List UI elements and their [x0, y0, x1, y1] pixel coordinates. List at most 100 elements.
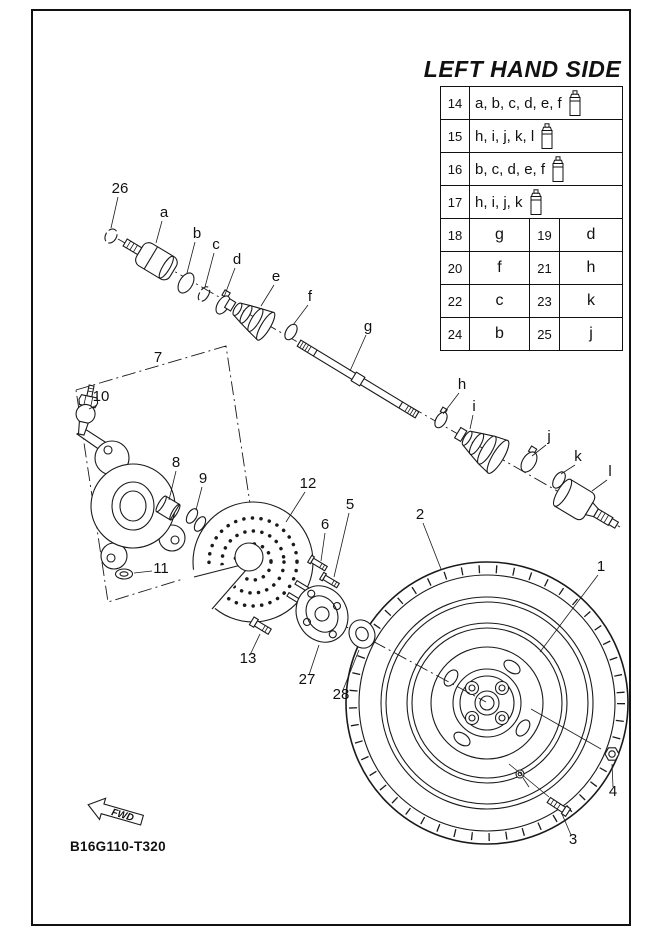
part-wheel-bolt-3: [546, 796, 572, 818]
callout-13: 13: [240, 650, 257, 667]
part-letter: g: [469, 218, 530, 252]
part-letters: b, c, d, e, f: [475, 160, 546, 178]
part-ref: 21: [529, 251, 560, 285]
part-letters: h, i, j, k: [475, 193, 523, 211]
table-row: 22 c 23 k: [440, 284, 623, 318]
part-ref: 20: [440, 251, 470, 285]
callout-28: 28: [333, 686, 350, 703]
callout-k: k: [574, 448, 582, 465]
callout-27: 27: [299, 671, 316, 688]
callout-12: 12: [300, 475, 317, 492]
callout-11: 11: [153, 560, 169, 577]
callout-d: d: [233, 251, 241, 268]
callout-2: 2: [416, 506, 424, 523]
grease-cartridge-icon: [541, 122, 553, 149]
callout-a: a: [160, 204, 169, 221]
part-ref: 15: [440, 119, 470, 153]
part-letters: h, i, j, k, l: [475, 127, 535, 145]
part-letters-cell: h, i, j, k: [469, 185, 623, 219]
callout-8: 8: [172, 454, 180, 471]
page-border: [31, 9, 631, 926]
grease-cartridge-icon: [530, 188, 542, 215]
part-wheel-hub-27: [286, 579, 349, 643]
part-letter: b: [469, 317, 530, 351]
callout-labels: 26 a b c d e f g h i j k l 7 10 8 9 11 1…: [93, 180, 618, 848]
part-ball-joint-10: [75, 384, 99, 436]
part-ref: 22: [440, 284, 470, 318]
grease-cartridge-icon: [552, 155, 564, 182]
part-drive-shaft-g: [296, 339, 420, 419]
part-letter: d: [559, 218, 623, 252]
callout-1: 1: [597, 558, 605, 575]
table-row: 24 b 25 j: [440, 317, 623, 351]
valve-hole: [515, 769, 525, 779]
part-circlip-26: [104, 228, 118, 244]
part-letter: h: [559, 251, 623, 285]
callout-j: j: [546, 428, 550, 445]
parts-table: 14 a, b, c, d, e, f 15 h, i, j, k, l: [440, 86, 623, 351]
table-row: 16 b, c, d, e, f: [440, 152, 623, 186]
part-wheel-assembly: [345, 561, 629, 845]
hub-axis-line: [245, 572, 487, 703]
part-ref: 18: [440, 218, 470, 252]
callout-f: f: [308, 288, 313, 305]
part-letters-cell: a, b, c, d, e, f: [469, 86, 623, 120]
table-row: 17 h, i, j, k: [440, 185, 623, 219]
fwd-label: FWD: [110, 807, 135, 824]
part-inner-cv-joint-a: [122, 238, 178, 281]
part-steering-knuckle: [76, 428, 186, 570]
part-ref: 19: [529, 218, 560, 252]
part-washer-11: [114, 568, 134, 580]
part-ring-b: [177, 272, 195, 294]
part-ref: 17: [440, 185, 470, 219]
table-row: 15 h, i, j, k, l: [440, 119, 623, 153]
part-letters: a, b, c, d, e, f: [475, 94, 562, 112]
callout-i: i: [472, 398, 475, 415]
part-letter: k: [559, 284, 623, 318]
callout-3: 3: [569, 831, 577, 848]
part-ref: 14: [440, 86, 470, 120]
part-ref: 16: [440, 152, 470, 186]
part-letters-cell: h, i, j, k, l: [469, 119, 623, 153]
part-studs-5-6: [306, 554, 341, 589]
callout-9: 9: [199, 470, 207, 487]
part-collar-8: [155, 495, 181, 521]
table-row: 18 g 19 d: [440, 218, 623, 252]
page-title: LEFT HAND SIDE: [423, 56, 622, 82]
callout-c: c: [212, 236, 220, 253]
part-boot-band-h: [434, 406, 448, 429]
assembly-lines: [508, 708, 602, 798]
part-cv-boot-e: [223, 298, 276, 341]
callout-6: 6: [321, 516, 329, 533]
part-ref: 23: [529, 284, 560, 318]
leader-lines: [88, 196, 614, 836]
callout-26: 26: [112, 180, 129, 197]
callout-b: b: [193, 225, 201, 242]
callout-7: 7: [154, 349, 162, 366]
part-circlip-c: [197, 286, 211, 302]
part-outer-cv-joint-l: [552, 478, 620, 529]
part-cv-boot-i: [453, 426, 510, 474]
part-bolt-13: [248, 616, 273, 635]
part-ring-f: [284, 323, 298, 341]
callout-g: g: [364, 318, 372, 335]
part-letter: j: [559, 317, 623, 351]
part-letter: c: [469, 284, 530, 318]
part-letters-cell: b, c, d, e, f: [469, 152, 623, 186]
callout-e: e: [272, 268, 280, 285]
part-lug-nut-4: [604, 747, 620, 761]
part-disc-guard-12: [179, 501, 314, 623]
part-letter: f: [469, 251, 530, 285]
part-ref: 24: [440, 317, 470, 351]
table-row: 20 f 21 h: [440, 251, 623, 285]
part-bearing-28: [348, 619, 376, 649]
fwd-arrow: FWD: [87, 797, 145, 826]
callout-5: 5: [346, 496, 354, 513]
callout-l: l: [608, 463, 611, 480]
part-boot-band-j: [520, 445, 538, 473]
grease-cartridge-icon: [569, 89, 581, 116]
drawing-code: B16G110-T320: [70, 839, 166, 854]
part-boot-band-d: [215, 289, 231, 315]
